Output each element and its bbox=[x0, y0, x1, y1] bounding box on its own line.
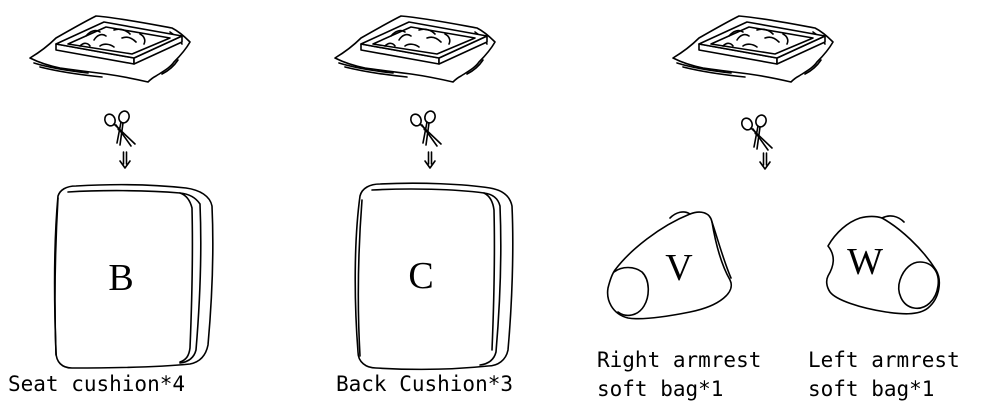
bag-letter-v: V bbox=[665, 247, 693, 289]
caption-line: Seat cushion*4 bbox=[8, 372, 186, 396]
down-arrow-icon bbox=[424, 151, 436, 169]
seat-cushion-caption: Seat cushion*4 bbox=[8, 370, 185, 399]
vacuum-packed-package-icon bbox=[29, 15, 191, 83]
back-cushion-drawing: C bbox=[354, 182, 514, 371]
caption-line: soft bag*1 bbox=[597, 377, 724, 401]
bag-letter-w: W bbox=[847, 241, 883, 283]
cushion-letter-b: B bbox=[108, 257, 133, 299]
left-armrest-bag-drawing: W bbox=[825, 215, 941, 315]
cushion-letter-c: C bbox=[408, 255, 433, 297]
right-armrest-caption: Right armrest soft bag*1 bbox=[597, 346, 761, 404]
vacuum-packed-package-icon bbox=[672, 15, 834, 83]
seat-cushion-drawing: B bbox=[53, 183, 214, 369]
scissors-icon bbox=[739, 112, 773, 151]
down-arrow-icon bbox=[119, 151, 131, 169]
scissors-icon bbox=[408, 108, 442, 147]
down-arrow-icon bbox=[759, 152, 771, 170]
left-armrest-caption: Left armrest soft bag*1 bbox=[808, 346, 960, 404]
caption-line: Back Cushion*3 bbox=[336, 372, 514, 396]
package-1 bbox=[29, 15, 191, 83]
right-armrest-bag-drawing: V bbox=[606, 211, 732, 320]
package-3 bbox=[672, 15, 834, 83]
caption-line: soft bag*1 bbox=[808, 377, 935, 401]
vacuum-packed-package-icon bbox=[334, 15, 496, 83]
caption-line: Right armrest bbox=[597, 348, 762, 372]
package-2 bbox=[334, 15, 496, 83]
scissors-icon bbox=[102, 108, 136, 147]
back-cushion-caption: Back Cushion*3 bbox=[336, 370, 513, 399]
caption-line: Left armrest bbox=[808, 348, 960, 372]
